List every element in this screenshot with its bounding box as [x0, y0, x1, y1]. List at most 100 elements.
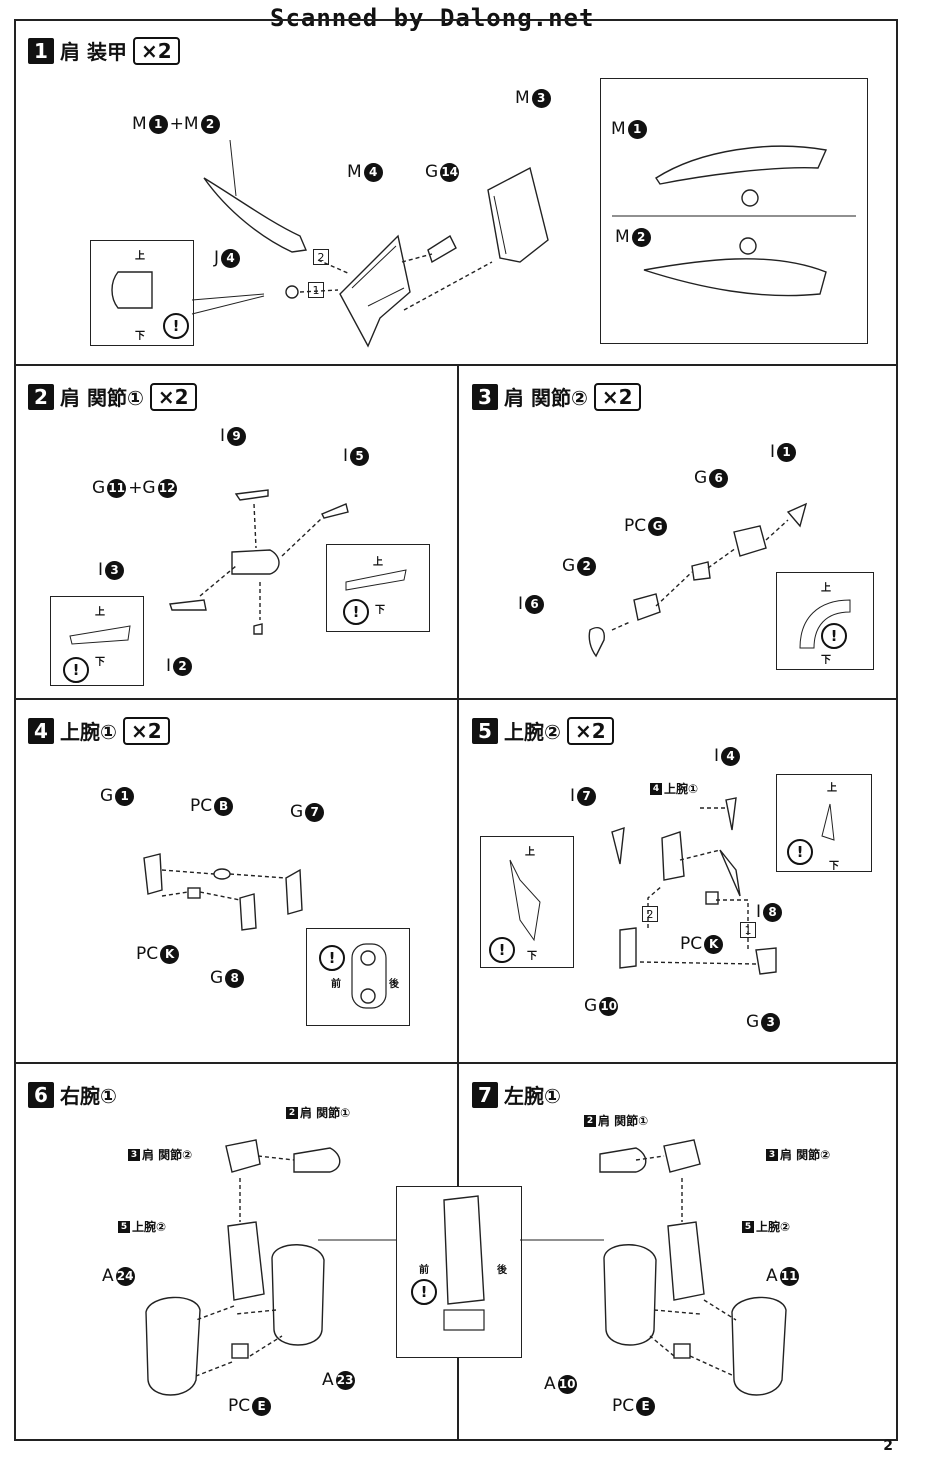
part-letter: M	[615, 227, 630, 247]
upper-arm-assembly-icon	[667, 1221, 705, 1301]
part-letter: G	[425, 162, 439, 182]
ref-number: 5	[742, 1220, 754, 1233]
shoulder-joint-1-icon	[293, 1147, 341, 1173]
part-number: 8	[763, 902, 783, 922]
sequence-marker-2: 2	[642, 906, 658, 922]
shoulder-armor-icon	[339, 234, 411, 348]
part-letter: A	[544, 1374, 556, 1394]
upper-arm-assembly-icon	[227, 1221, 265, 1301]
i1-part-icon	[786, 502, 808, 528]
i6-part-icon	[588, 627, 605, 658]
part-letter: I	[714, 746, 720, 766]
part-number: 7	[305, 802, 325, 822]
ref-label: 上腕②	[756, 1220, 791, 1234]
upper-arm-detail-icon	[443, 1195, 485, 1305]
part-number: 23	[335, 1370, 355, 1390]
warning-icon: !	[63, 657, 89, 683]
part-number: 2	[577, 556, 597, 576]
i7-part-icon	[611, 826, 625, 865]
sequence-marker-2: 2	[313, 249, 329, 265]
warning-icon: !	[411, 1279, 437, 1305]
part-letter: PC	[228, 1396, 251, 1416]
part-letter: I	[756, 902, 762, 922]
part-letter: I	[570, 786, 576, 806]
part-letter: PC	[612, 1396, 635, 1416]
part-letter: I	[770, 442, 776, 462]
j4-part-icon	[285, 285, 299, 299]
part-letter: I	[518, 594, 524, 614]
step-4-title: 4 上腕① ×2	[28, 716, 170, 745]
warning-icon: !	[787, 839, 813, 865]
part-number: G	[648, 516, 668, 536]
part-letter: G	[562, 556, 576, 576]
divider-row3	[14, 1062, 896, 1064]
divider-row2	[14, 698, 896, 700]
sequence-marker-1: 1	[308, 282, 324, 298]
ref-number: 2	[584, 1114, 596, 1127]
pc-e-part-icon	[231, 1343, 249, 1359]
part-number: 7	[577, 786, 597, 806]
part-letter: G	[92, 478, 106, 498]
page-frame	[14, 19, 898, 1441]
forearm-outer-icon	[731, 1296, 787, 1396]
part-number: 4	[721, 746, 741, 766]
upper-arm-part-icon	[661, 831, 685, 881]
step-1-title: 1 肩 装甲 ×2	[28, 36, 180, 65]
part-letter: G	[584, 996, 598, 1016]
part-letter: PC	[190, 796, 213, 816]
quantity-badge: ×2	[149, 382, 197, 411]
part-number: 12	[157, 478, 177, 498]
step-title-text: 左腕①	[504, 1084, 561, 1108]
shoulder-joint-icon	[225, 1139, 261, 1173]
step-number: 2	[28, 383, 54, 410]
g2-part-icon	[633, 593, 661, 621]
i8-part-icon	[719, 849, 741, 897]
part-number: 6	[525, 594, 545, 614]
detail-box-i4: 上 下 !	[776, 774, 872, 872]
part-letter: I	[166, 656, 172, 676]
g7-part-icon	[285, 868, 303, 915]
pc-b-part-icon	[213, 868, 231, 880]
orientation-front: 前	[331, 979, 341, 990]
orientation-down: 下	[527, 951, 537, 962]
g3-part-icon	[755, 947, 777, 975]
part-letter: PC	[680, 934, 703, 954]
scan-credit: Scanned by Dalong.net	[270, 4, 595, 32]
detail-box-i3: 上 下 !	[50, 596, 144, 686]
orientation-down: 下	[821, 655, 831, 666]
part-number: 1	[148, 114, 168, 134]
g14-part-icon	[427, 234, 457, 264]
part-number: 5	[350, 446, 370, 466]
page-number: 2	[883, 1438, 893, 1454]
i5-part-icon	[321, 503, 349, 519]
part-letter: +M	[169, 114, 199, 134]
shoulder-joint-icon	[663, 1139, 701, 1173]
step-title-text: 肩 関節①	[60, 386, 144, 410]
orientation-down: 下	[829, 861, 839, 872]
ref-number: 2	[286, 1106, 298, 1119]
ref-label: 肩 関節②	[780, 1148, 831, 1162]
quantity-badge: ×2	[566, 716, 614, 745]
part-number: 1	[627, 119, 647, 139]
step-title-text: 上腕②	[504, 720, 561, 744]
part-letter: PC	[136, 944, 159, 964]
step-title-text: 上腕①	[60, 720, 117, 744]
part-number: 1	[777, 442, 797, 462]
ref-label: 肩 関節①	[300, 1106, 351, 1120]
